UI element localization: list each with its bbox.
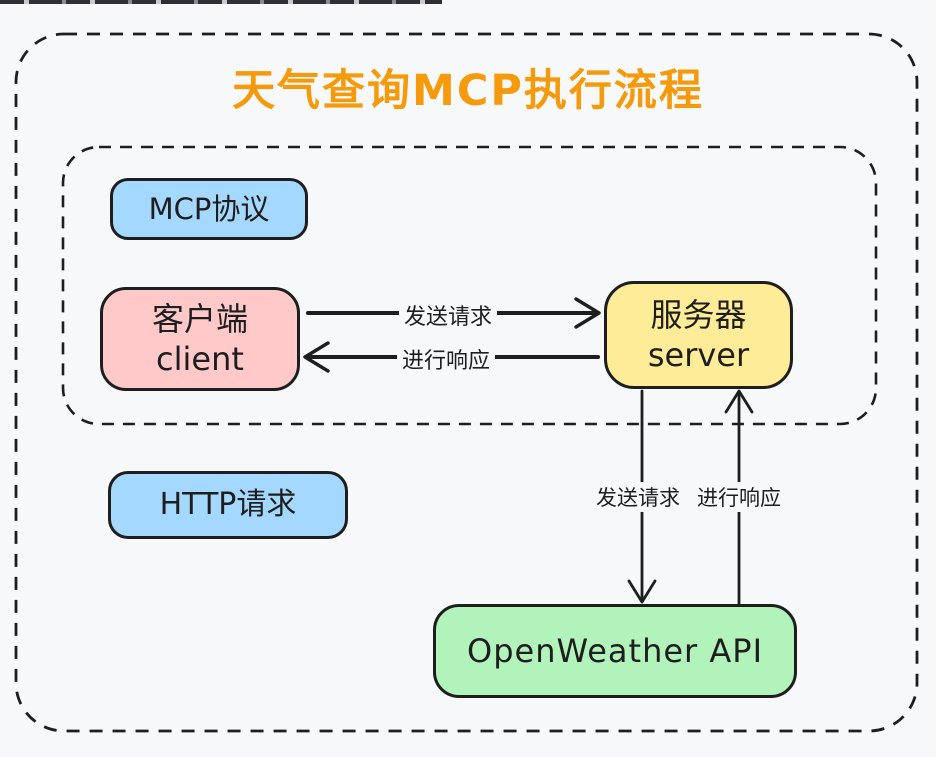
bottom-edge-strip: [0, 757, 936, 763]
node-server-label: 服务器: [650, 295, 747, 334]
inner-dashed-frame: [61, 145, 878, 426]
edge-label-server-to-api: 发送请求: [591, 482, 685, 512]
node-server: 服务器 server: [604, 281, 793, 389]
node-http-request-label: HTTP请求: [159, 487, 297, 522]
node-openweather-api: OpenWeather API: [433, 604, 797, 698]
node-http-request: HTTP请求: [108, 471, 348, 539]
node-client-sublabel: client: [156, 340, 244, 378]
node-client: 客户端 client: [100, 287, 300, 391]
outer-dashed-frame: [14, 32, 919, 733]
node-server-sublabel: server: [647, 336, 750, 374]
node-mcp-protocol-label: MCP协议: [148, 191, 270, 226]
edge-label-client-to-server: 发送请求: [399, 299, 498, 331]
node-openweather-api-label: OpenWeather API: [467, 631, 763, 670]
edge-label-server-to-client: 进行响应: [397, 343, 496, 375]
clipped-text-artifact: [0, 0, 442, 4]
node-mcp-protocol: MCP协议: [110, 178, 308, 240]
edge-label-api-to-server: 进行响应: [692, 482, 786, 512]
node-client-label: 客户端: [151, 299, 248, 338]
diagram-title: 天气查询MCP执行流程: [232, 66, 704, 116]
